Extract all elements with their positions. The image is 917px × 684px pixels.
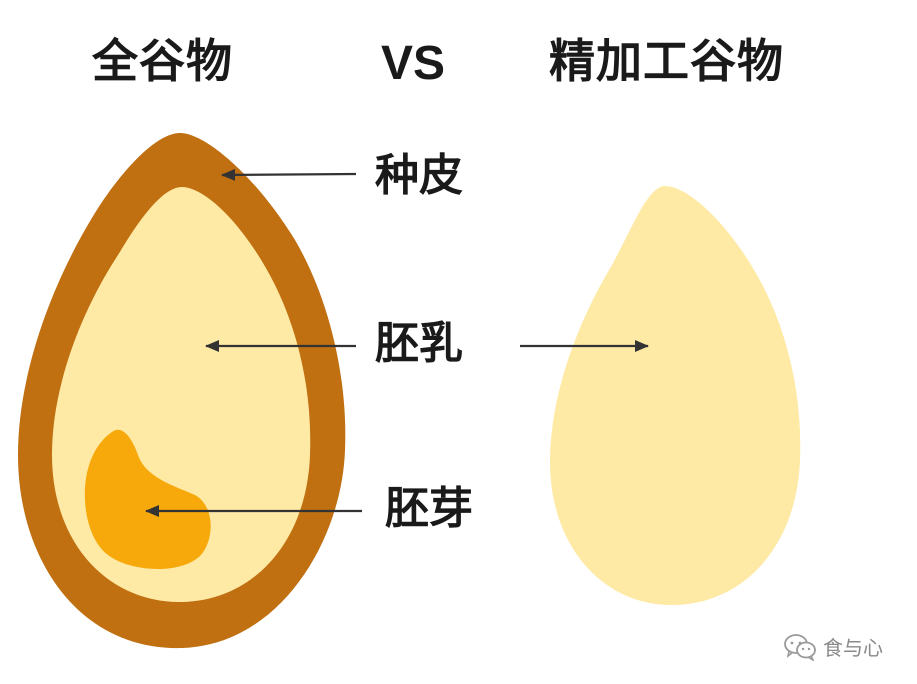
endosperm-label: 胚乳 xyxy=(375,318,463,369)
watermark-text: 食与心 xyxy=(823,636,883,660)
whole-grain-germ xyxy=(84,429,211,570)
watermark: 食与心 xyxy=(783,632,883,661)
wechat-icon xyxy=(784,633,816,661)
germ-label: 胚芽 xyxy=(385,483,473,534)
seed-coat-arrow xyxy=(221,168,357,181)
refined-grain-title: 精加工谷物 xyxy=(549,34,784,88)
versus-label: VS xyxy=(381,37,446,90)
refined-grain-endosperm xyxy=(550,186,801,606)
seed-coat-label: 种皮 xyxy=(375,150,463,201)
whole-grain-title: 全谷物 xyxy=(92,34,233,88)
